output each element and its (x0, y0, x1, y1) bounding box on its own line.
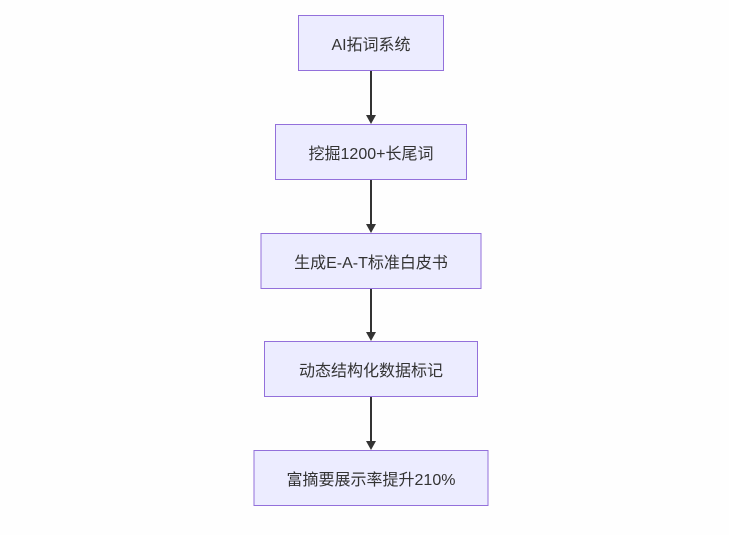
edge-line (370, 397, 372, 441)
flow-edge-3 (365, 289, 377, 341)
flow-node-rich-snippet-result: 富摘要展示率提升210% (253, 450, 489, 506)
flow-node-label: 挖掘1200+长尾词 (308, 146, 434, 163)
flow-node-label: 动态结构化数据标记 (298, 363, 443, 380)
arrowhead-down-icon (366, 441, 376, 450)
edge-line (370, 180, 372, 224)
flow-edge-1 (365, 71, 377, 124)
flow-node-eat-whitepaper: 生成E-A-T标准白皮书 (260, 233, 482, 289)
flow-node-label: 富摘要展示率提升210% (286, 472, 456, 489)
arrowhead-down-icon (366, 115, 376, 124)
flow-node-ai-keyword-system: AI拓词系统 (298, 15, 444, 71)
arrowhead-down-icon (366, 224, 376, 233)
flow-node-structured-data-markup: 动态结构化数据标记 (264, 341, 478, 397)
edge-line (370, 289, 372, 332)
flow-node-longtail-mining: 挖掘1200+长尾词 (275, 124, 467, 180)
flow-edge-2 (365, 180, 377, 233)
arrowhead-down-icon (366, 332, 376, 341)
flow-node-label: AI拓词系统 (331, 37, 411, 54)
flow-node-label: 生成E-A-T标准白皮书 (294, 255, 448, 272)
flow-edge-4 (365, 397, 377, 450)
edge-line (370, 71, 372, 115)
